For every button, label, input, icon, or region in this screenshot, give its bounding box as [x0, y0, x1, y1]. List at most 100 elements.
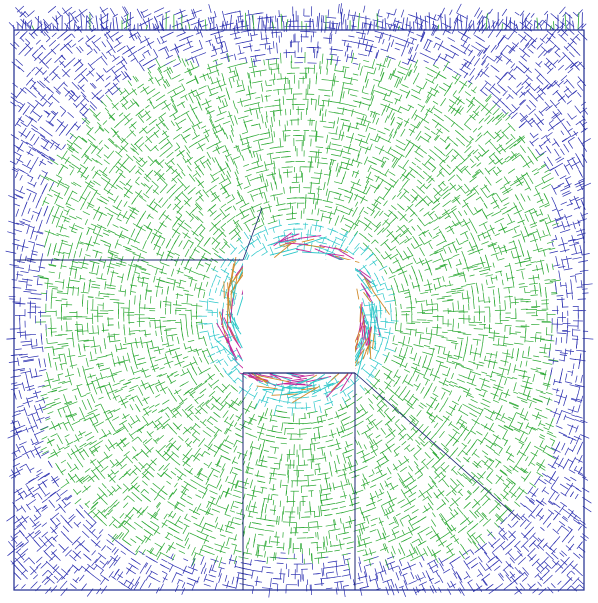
radial-tick	[482, 47, 488, 54]
radial-tick	[53, 86, 62, 94]
tangential-tick	[48, 499, 56, 508]
tangential-tick	[89, 68, 95, 73]
radial-tick	[138, 423, 149, 431]
tangential-tick	[45, 290, 48, 302]
tangential-tick	[536, 77, 544, 85]
radial-tick	[334, 215, 340, 226]
radial-tick	[362, 484, 366, 490]
radial-tick	[7, 433, 18, 439]
tangential-tick	[430, 433, 437, 441]
tangential-tick	[262, 566, 271, 568]
tangential-tick	[252, 203, 262, 209]
tangential-tick	[213, 228, 220, 236]
radial-tick	[64, 494, 72, 501]
radial-tick	[346, 43, 349, 52]
tangential-tick	[346, 136, 354, 139]
radial-tick	[42, 18, 50, 26]
tangential-tick	[219, 372, 224, 378]
radial-tick	[375, 49, 380, 59]
radial-tick	[267, 493, 270, 504]
radial-tick	[14, 41, 20, 47]
tangential-tick	[203, 355, 210, 365]
tangential-tick	[340, 210, 350, 216]
radial-tick	[136, 363, 142, 366]
tangential-tick	[38, 358, 41, 366]
tangential-tick	[257, 426, 265, 430]
radial-tick	[291, 205, 294, 214]
tangential-tick	[395, 257, 400, 265]
radial-tick	[412, 395, 419, 401]
tangential-tick	[540, 74, 545, 79]
radial-tick	[432, 277, 442, 281]
radial-tick	[509, 557, 515, 564]
tangential-tick	[567, 141, 574, 149]
tangential-tick	[26, 377, 29, 384]
tangential-tick	[467, 49, 473, 53]
radial-tick	[236, 169, 239, 175]
tangential-tick	[566, 220, 570, 228]
radial-tick	[401, 45, 406, 57]
tangential-tick	[561, 122, 567, 129]
tangential-tick	[326, 16, 337, 19]
edge-fringe-tick	[492, 20, 495, 31]
radial-tick	[41, 522, 48, 527]
radial-tick	[139, 566, 145, 574]
radial-tick	[443, 447, 449, 452]
tangential-tick	[350, 181, 362, 186]
tangential-tick	[31, 243, 35, 254]
tangential-tick	[458, 210, 462, 217]
tangential-tick	[161, 239, 166, 246]
tangential-tick	[316, 188, 322, 190]
tangential-tick	[426, 458, 434, 466]
tangential-tick	[86, 50, 93, 56]
radial-tick	[555, 425, 563, 429]
tangential-tick	[488, 296, 490, 304]
radial-tick	[327, 9, 330, 18]
tangential-tick	[331, 143, 342, 147]
radial-tick	[581, 283, 593, 286]
tangential-tick	[445, 53, 454, 59]
tangential-tick	[31, 214, 34, 220]
radial-tick	[43, 77, 50, 84]
tangential-tick	[414, 239, 420, 247]
tangential-tick	[399, 466, 408, 473]
radial-tick	[130, 419, 140, 426]
radial-tick	[456, 289, 465, 292]
tangential-tick	[228, 559, 237, 562]
tangential-tick	[454, 343, 457, 350]
radial-tick	[488, 83, 496, 91]
tangential-tick	[466, 561, 471, 566]
tangential-tick	[224, 445, 231, 450]
tangential-tick	[436, 326, 438, 335]
tangential-tick	[359, 585, 370, 590]
tangential-tick	[166, 238, 172, 248]
radial-tick	[15, 542, 24, 550]
tangential-tick	[51, 74, 58, 81]
tangential-tick	[17, 357, 20, 367]
radial-tick	[78, 566, 83, 571]
tangential-tick	[417, 356, 422, 365]
tangential-tick	[416, 165, 422, 170]
tangential-tick	[446, 367, 451, 377]
radial-tick	[27, 387, 35, 391]
radial-tick	[408, 465, 413, 472]
radial-tick	[510, 63, 516, 69]
edge-fringe-tick	[376, 13, 379, 31]
edge-fringe-tick	[533, 20, 536, 31]
tangential-tick	[546, 23, 554, 30]
tangential-tick	[575, 35, 581, 41]
tangential-tick	[89, 530, 98, 539]
radial-tick	[29, 269, 40, 272]
radial-tick	[462, 333, 472, 336]
radial-tick	[365, 132, 371, 144]
tangential-tick	[176, 33, 182, 37]
tangential-tick	[165, 328, 168, 336]
tangential-tick	[253, 224, 263, 231]
edge-fringe-tick	[509, 17, 512, 31]
radial-tick	[575, 119, 584, 126]
radial-tick	[176, 270, 184, 274]
tangential-tick	[465, 556, 470, 560]
radial-tick	[465, 571, 471, 579]
tangential-tick	[409, 417, 416, 425]
tangential-tick	[111, 351, 114, 358]
